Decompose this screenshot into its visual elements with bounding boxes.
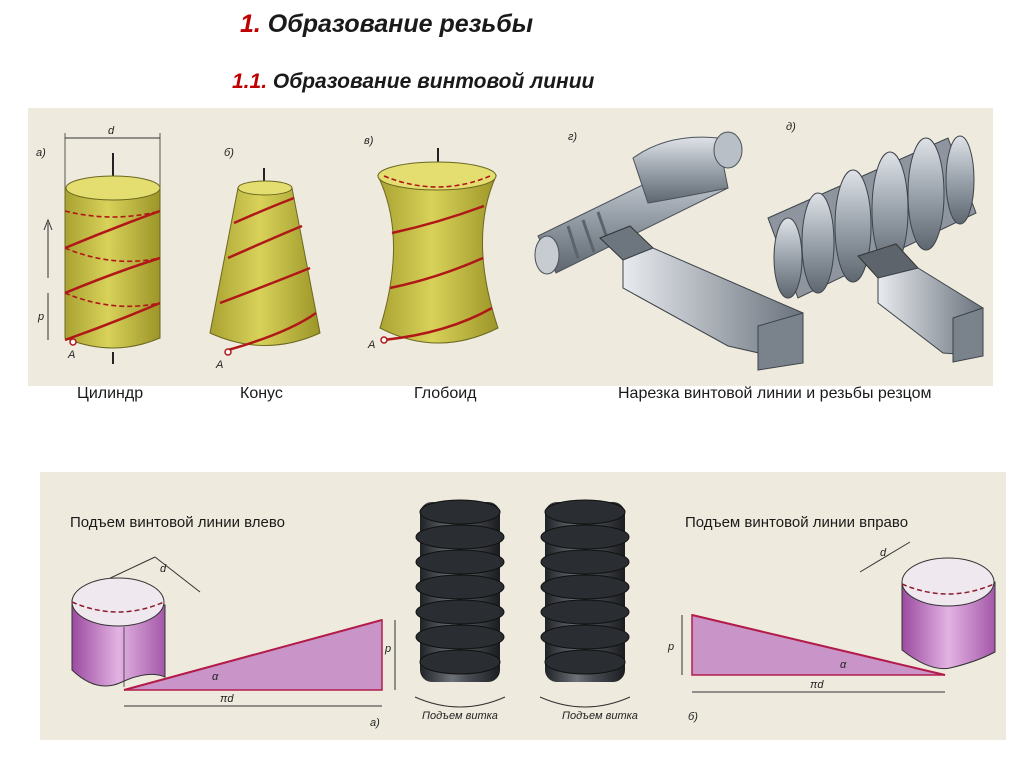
subtitle-number: 1.1.	[232, 70, 268, 93]
cylinder-figure: а) d p A	[36, 125, 161, 364]
dimension-p-label: p	[37, 311, 44, 323]
figure-letter-a: а)	[36, 147, 46, 159]
left-dimension-d: d	[160, 563, 167, 575]
helix-formation-panel: а) d p A б) A	[28, 108, 993, 386]
cone-figure: б) A	[209, 147, 321, 371]
left-dimension-pid: πd	[220, 693, 234, 705]
bottom-figure-letter-b: б)	[688, 711, 698, 723]
left-dimension-p: p	[384, 643, 391, 655]
right-dimension-p: p	[667, 641, 674, 653]
caption-left-helix: Подъем винтовой линии влево	[70, 514, 285, 531]
subtitle-text: Образование винтовой линии	[267, 70, 595, 93]
page-subtitle: 1.1. Образование винтовой линии	[232, 70, 594, 94]
caption-globoid: Глобоид	[414, 385, 477, 402]
title-text: Образование резьбы	[260, 10, 534, 38]
threaded-shaft-figure: д)	[767, 121, 984, 363]
right-helix-diagram: d p πd α б)	[667, 541, 996, 723]
point-a-label: A	[67, 349, 75, 361]
right-hand-bolt: Подъем витка	[539, 499, 638, 722]
left-turn-label: Подъем витка	[422, 710, 498, 722]
right-dimension-pid: πd	[810, 679, 824, 691]
title-number: 1.	[240, 10, 261, 38]
helix-direction-illustration: d p πd α а)	[71, 499, 996, 729]
figure-letter-b: б)	[224, 147, 234, 159]
left-helix-diagram: d p πd α а)	[71, 556, 396, 729]
caption-cylinder: Цилиндр	[77, 385, 144, 402]
caption-cone: Конус	[240, 385, 283, 402]
cone-point-a-label: A	[215, 359, 223, 371]
figure-letter-d: д)	[786, 121, 796, 133]
globoid-point-a-label: A	[367, 339, 375, 351]
caption-cutting: Нарезка винтовой линии и резьбы резцом	[618, 385, 932, 402]
left-angle-alpha: α	[212, 671, 219, 683]
right-dimension-d: d	[880, 547, 887, 559]
globoid-figure: в) A	[364, 135, 499, 351]
figure-letter-v: в)	[364, 135, 374, 147]
figure-letter-g: г)	[568, 131, 577, 143]
right-turn-label: Подъем витка	[562, 710, 638, 722]
bottom-figure-letter-a: а)	[370, 717, 380, 729]
helix-direction-panel: d p πd α а)	[40, 472, 1006, 740]
helix-formation-illustration: а) d p A б) A	[36, 121, 984, 371]
right-angle-alpha: α	[840, 659, 847, 671]
dimension-d-label: d	[108, 125, 115, 137]
left-hand-bolt: Подъем витка	[414, 499, 506, 722]
caption-right-helix: Подъем винтовой линии вправо	[685, 514, 909, 531]
page-title: 1. Образование резьбы	[240, 10, 533, 39]
shaft-cutting-figure: г)	[534, 131, 804, 371]
